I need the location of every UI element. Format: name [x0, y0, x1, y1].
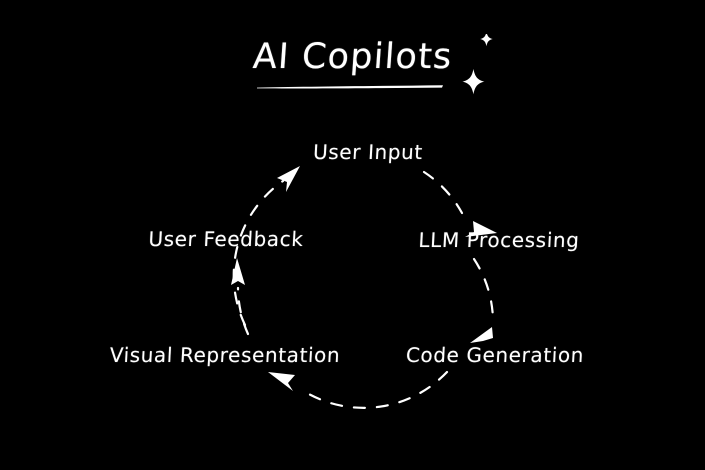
node-llm-processing[interactable]: LLM Processing	[417, 228, 581, 252]
edge-visual-representation-to-user-feedback	[231, 258, 250, 336]
arrowhead-icon	[470, 327, 493, 343]
edge-user-feedback-to-user-input	[232, 166, 300, 327]
edge-user-input-to-llm-processing	[422, 170, 497, 237]
arrowhead-icon	[231, 258, 245, 285]
arrowhead-icon	[465, 221, 497, 237]
arrowhead-icon	[268, 372, 295, 391]
edge-code-generation-to-visual-representation	[268, 370, 449, 409]
node-code-generation[interactable]: Code Generation	[405, 343, 585, 367]
arrowhead-icon	[277, 166, 300, 192]
node-visual-representation[interactable]: Visual Representation	[109, 343, 341, 367]
edge-llm-processing-to-code-generation	[470, 257, 495, 343]
node-user-feedback[interactable]: User Feedback	[147, 227, 305, 251]
sparkle-icon	[462, 34, 493, 95]
title-underline	[257, 85, 443, 89]
node-user-input[interactable]: User Input	[312, 140, 424, 164]
